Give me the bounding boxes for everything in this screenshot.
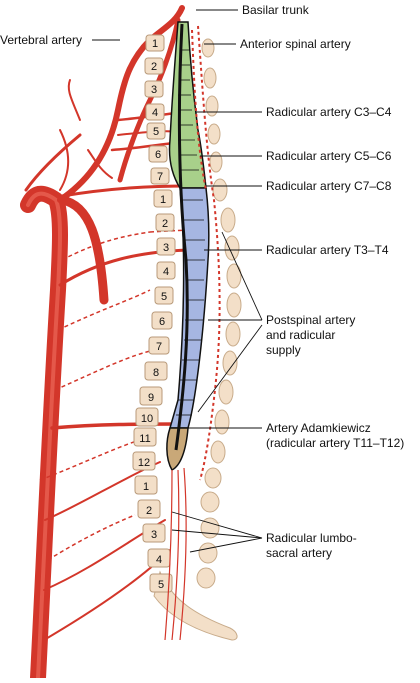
t7-label: 7 (156, 341, 162, 353)
t3-label: 3 (163, 242, 169, 254)
vertebral-aortic-arteries (20, 5, 185, 683)
c5-label: 5 (153, 126, 159, 138)
adamkiewicz-label-line1: Artery Adamkiewicz (266, 421, 371, 435)
t4-label: 4 (163, 266, 169, 278)
vertebra-numbers: 1 2 3 4 5 6 7 1 2 3 4 5 6 7 8 9 10 11 12… (138, 38, 169, 591)
spinous-processes (196, 38, 242, 589)
adamkiewicz-label-line2: (radicular artery T11–T12) (266, 436, 405, 450)
t8-label: 8 (153, 367, 159, 379)
basilar-trunk-label: Basilar trunk (242, 3, 309, 17)
leader-lines (92, 9, 263, 553)
t1-label: 1 (160, 194, 166, 206)
c6-label: 6 (155, 149, 161, 161)
t10-label: 10 (141, 413, 153, 425)
l3-label: 3 (151, 529, 157, 541)
radicular-c5c6-label: Radicular artery C5–C6 (266, 149, 392, 163)
postspinal-label-line1: Postspinal artery (266, 313, 356, 327)
dashed-radicular-branches (39, 229, 189, 561)
radicular-t3t4-label: Radicular artery T3–T4 (266, 243, 389, 257)
sacrum (153, 570, 238, 641)
postspinal-label-line2: and radicular (266, 328, 336, 342)
l1-label: 1 (143, 481, 149, 493)
vertebral-bodies (132, 34, 176, 593)
thoracic-cord (169, 187, 210, 429)
c2-label: 2 (151, 61, 157, 73)
l5-label: 5 (158, 579, 164, 591)
radicular-c3c4-label: Radicular artery C3–C4 (266, 105, 392, 119)
postspinal-label-line3: supply (266, 343, 301, 357)
l4-label: 4 (156, 554, 162, 566)
anterior-spinal-artery-label: Anterior spinal artery (240, 37, 351, 51)
cauda-equina (164, 467, 187, 641)
t11-label: 11 (139, 433, 150, 445)
l2-label: 2 (146, 505, 152, 517)
c1-label: 1 (152, 38, 158, 50)
t9-label: 9 (148, 392, 154, 404)
lumbosacral-label-line1: Radicular lumbo- (266, 531, 357, 545)
spinal-cord (166, 21, 210, 471)
vertebral-artery-label: Vertebral artery (0, 33, 83, 47)
lumbosacral-label-line2: sacral artery (266, 546, 333, 560)
t12-label: 12 (138, 457, 150, 469)
t5-label: 5 (161, 291, 167, 303)
c7-label: 7 (157, 171, 163, 183)
radicular-c7c8-label: Radicular artery C7–C8 (266, 179, 392, 193)
t6-label: 6 (159, 316, 165, 328)
c3-label: 3 (151, 84, 157, 96)
t2-label: 2 (162, 218, 168, 230)
c4-label: 4 (152, 107, 158, 119)
